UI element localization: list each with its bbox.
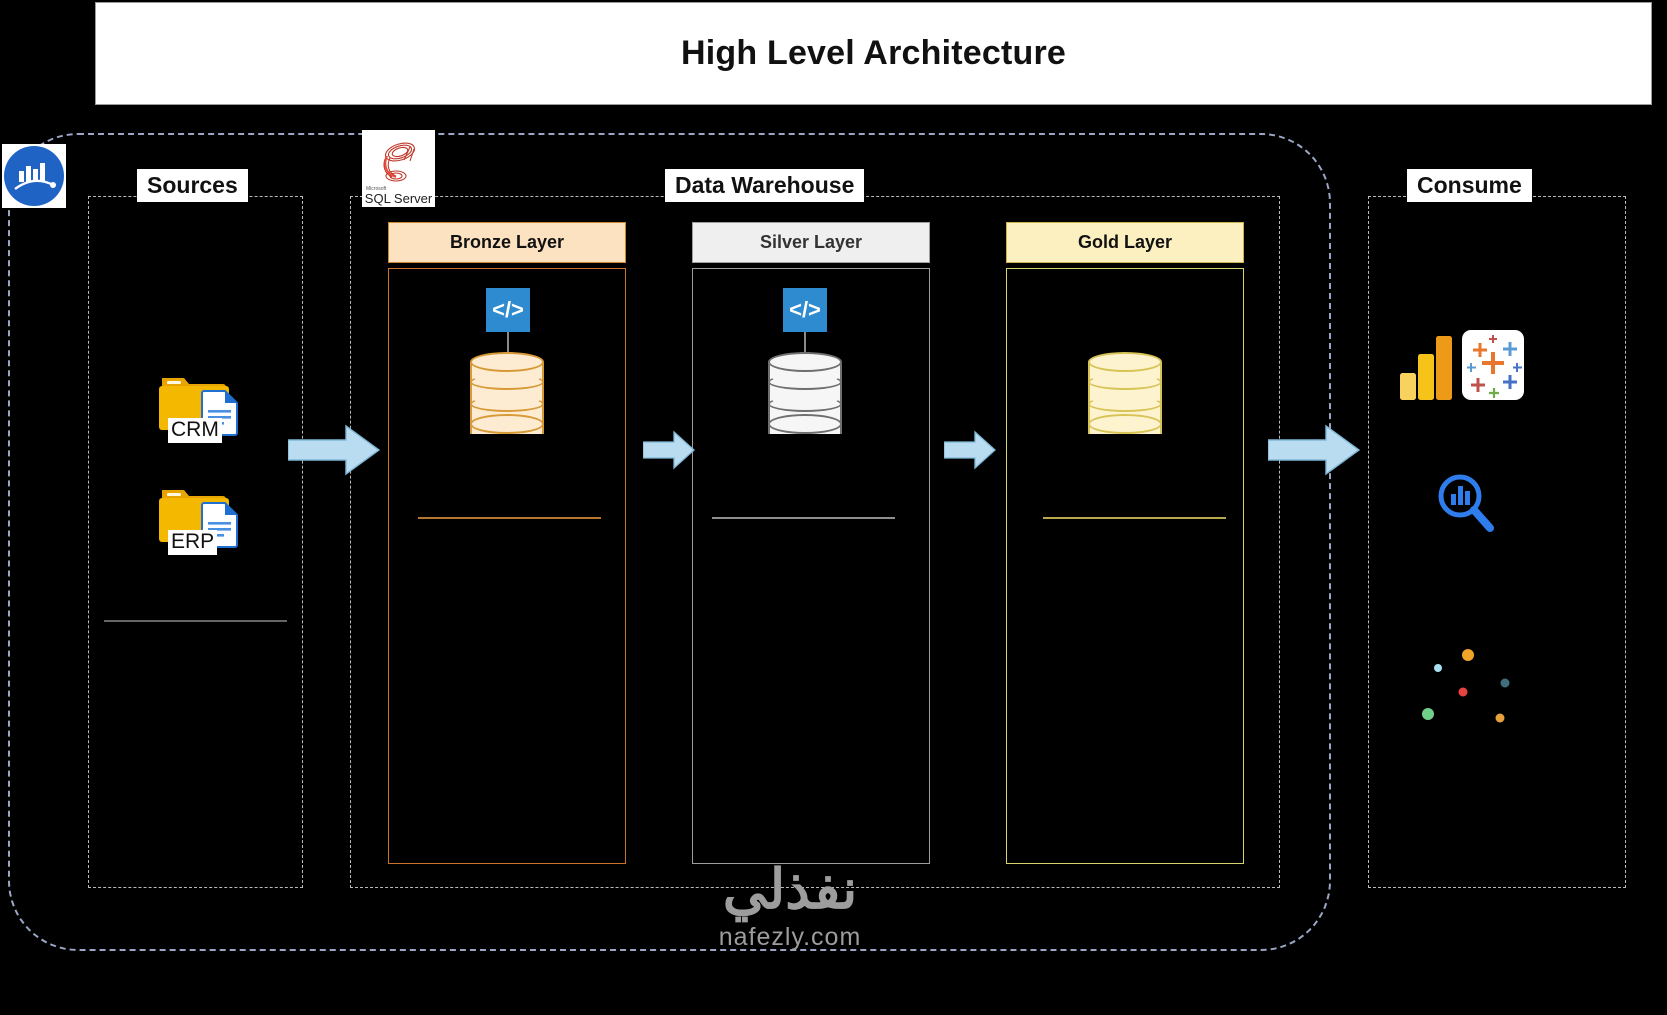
zone-label-data-warehouse: Data Warehouse — [665, 169, 865, 202]
flow-arrow-silver-to-gold — [943, 430, 996, 475]
source-label-crm: CRM — [168, 418, 222, 443]
flow-arrow-gold-to-consume — [1267, 424, 1361, 481]
scatter-dots-icon — [1412, 636, 1522, 736]
layer-header-silver: Silver Layer — [692, 222, 930, 263]
code-icon-bronze[interactable]: </> — [486, 288, 530, 332]
layer-title-silver: Silver Layer — [759, 232, 863, 252]
flow-arrow-bronze-to-silver — [642, 430, 695, 475]
brand-badge-icon — [2, 144, 66, 208]
source-label-erp: ERP — [168, 530, 218, 555]
ad-hoc-analysis-icon[interactable] — [1430, 470, 1502, 547]
database-icon-bronze — [470, 352, 544, 444]
layer-body-gold — [1006, 268, 1244, 864]
silver-divider — [712, 517, 895, 519]
layer-header-bronze: Bronze Layer — [388, 222, 626, 263]
layer-body-silver — [692, 268, 930, 864]
bronze-divider — [418, 517, 601, 519]
title-banner: High Level Architecture — [95, 2, 1652, 105]
pipeline-boundary — [8, 133, 1331, 951]
zone-label-consume: Consume — [1407, 169, 1532, 202]
gold-divider — [1043, 517, 1226, 519]
page-title: High Level Architecture — [681, 34, 1066, 72]
layer-title-bronze: Bronze Layer — [449, 232, 565, 252]
flow-arrow-sources-to-bronze — [287, 424, 381, 481]
database-icon-silver — [768, 352, 842, 444]
code-to-db-connector-bronze — [507, 332, 509, 354]
code-icon-silver[interactable]: </> — [783, 288, 827, 332]
layer-title-gold: Gold Layer — [1077, 232, 1173, 252]
code-to-db-connector-silver — [804, 332, 806, 354]
power-bi-icon[interactable] — [1398, 330, 1458, 405]
layer-header-gold: Gold Layer — [1006, 222, 1244, 263]
database-icon-gold — [1088, 352, 1162, 444]
tableau-icon[interactable] — [1462, 330, 1524, 400]
sql-server-name-label: SQL Server — [364, 190, 433, 206]
zone-label-sources: Sources — [137, 169, 248, 202]
sql-server-vendor-label: Microsoft — [366, 185, 387, 192]
sources-divider — [104, 620, 287, 622]
layer-body-bronze — [388, 268, 626, 864]
sql-server-icon: Microsoft SQL Server — [362, 130, 435, 207]
